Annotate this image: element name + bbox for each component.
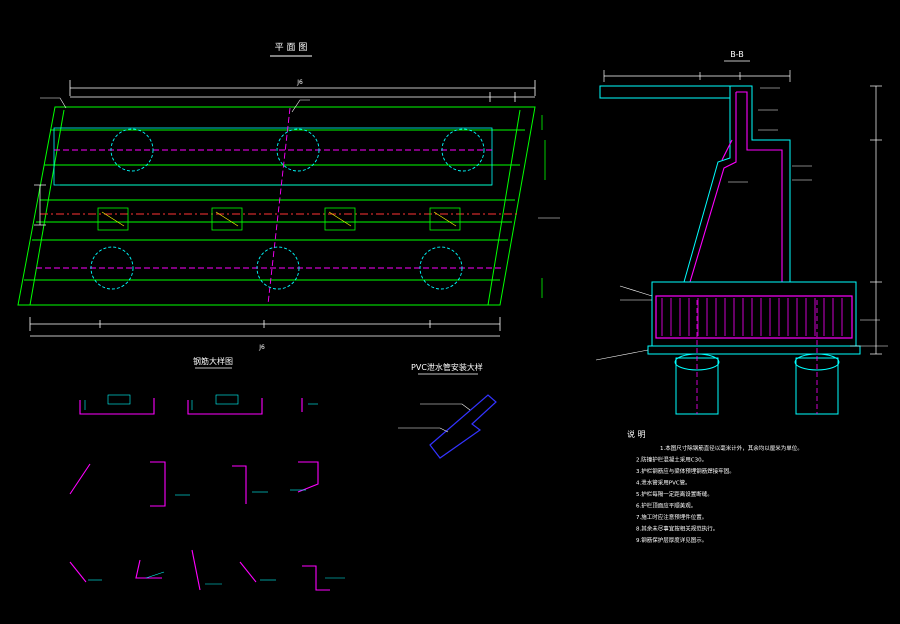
pvc-detail-title: PVC泄水管安装大样 bbox=[411, 362, 483, 372]
plan-view-title: 平 面 图 bbox=[275, 42, 308, 53]
note-item: 1.本图尺寸除钢筋直径以毫米计外，其余均以厘米为单位。 bbox=[660, 444, 803, 452]
plan-upper-slab bbox=[53, 127, 493, 186]
plan-section-marker bbox=[541, 115, 546, 298]
plan-rebar-lines bbox=[36, 107, 504, 305]
section-view-title: B-B bbox=[730, 50, 744, 59]
pvc-detail: PVC泄水管安装大样 bbox=[398, 362, 497, 459]
note-item: 5.护栏每隔一定距离设置断缝。 bbox=[636, 490, 713, 498]
section-footing-cage bbox=[655, 295, 853, 339]
note-item: 6.护栏顶面应平顺美观。 bbox=[636, 502, 696, 510]
note-item: 7.施工时应注意预埋件位置。 bbox=[636, 513, 707, 521]
section-view: B-B bbox=[595, 50, 888, 415]
plan-leaders bbox=[40, 97, 560, 219]
pvc-leaders bbox=[398, 403, 471, 433]
plan-view: 平 面 图 J6 bbox=[17, 42, 560, 351]
notes-title: 说 明 bbox=[627, 429, 646, 439]
note-item: 2.防撞护栏混凝土采用C30。 bbox=[636, 456, 707, 464]
section-leaders bbox=[595, 87, 888, 361]
plan-rebar-blocks bbox=[97, 207, 461, 231]
section-pile-centerlines bbox=[696, 300, 818, 414]
note-item: 8.其余未尽事宜按相关规范执行。 bbox=[636, 525, 718, 533]
pvc-drain-pipe bbox=[429, 394, 497, 459]
notes-list: 1.本图尺寸除钢筋直径以毫米计外，其余均以厘米为单位。 2.防撞护栏混凝土采用C3… bbox=[636, 444, 803, 544]
rebar-labels bbox=[84, 394, 345, 585]
rebar-detail-title: 钢筋大样图 bbox=[193, 356, 233, 366]
plan-circles bbox=[90, 128, 485, 290]
note-item: 9.钢筋保护层厚度详见图示。 bbox=[636, 536, 707, 544]
section-top-dimension bbox=[603, 70, 791, 82]
plan-top-span-label: J6 bbox=[296, 79, 303, 86]
notes: 说 明 1.本图尺寸除钢筋直径以毫米计外，其余均以厘米为单位。 2.防撞护栏混凝土… bbox=[627, 429, 803, 544]
plan-left-dimension bbox=[34, 184, 46, 226]
section-barrier-rebar bbox=[689, 91, 783, 283]
plan-rebar-block-marks bbox=[101, 211, 457, 227]
plan-bottom-span-label: J6 bbox=[258, 344, 265, 351]
section-right-dimension bbox=[870, 85, 882, 355]
plan-bottom-dimension bbox=[29, 317, 501, 337]
note-item: 3.护栏钢筋应与梁体预埋钢筋焊接牢固。 bbox=[636, 467, 735, 475]
section-footing-stirrups bbox=[661, 298, 843, 336]
rebar-detail: 钢筋大样图 bbox=[69, 356, 345, 591]
note-item: 4.泄水管采用PVC管。 bbox=[636, 479, 691, 487]
section-barrier bbox=[683, 85, 791, 283]
plan-top-dimension bbox=[69, 80, 536, 102]
rebar-shapes bbox=[69, 398, 330, 591]
